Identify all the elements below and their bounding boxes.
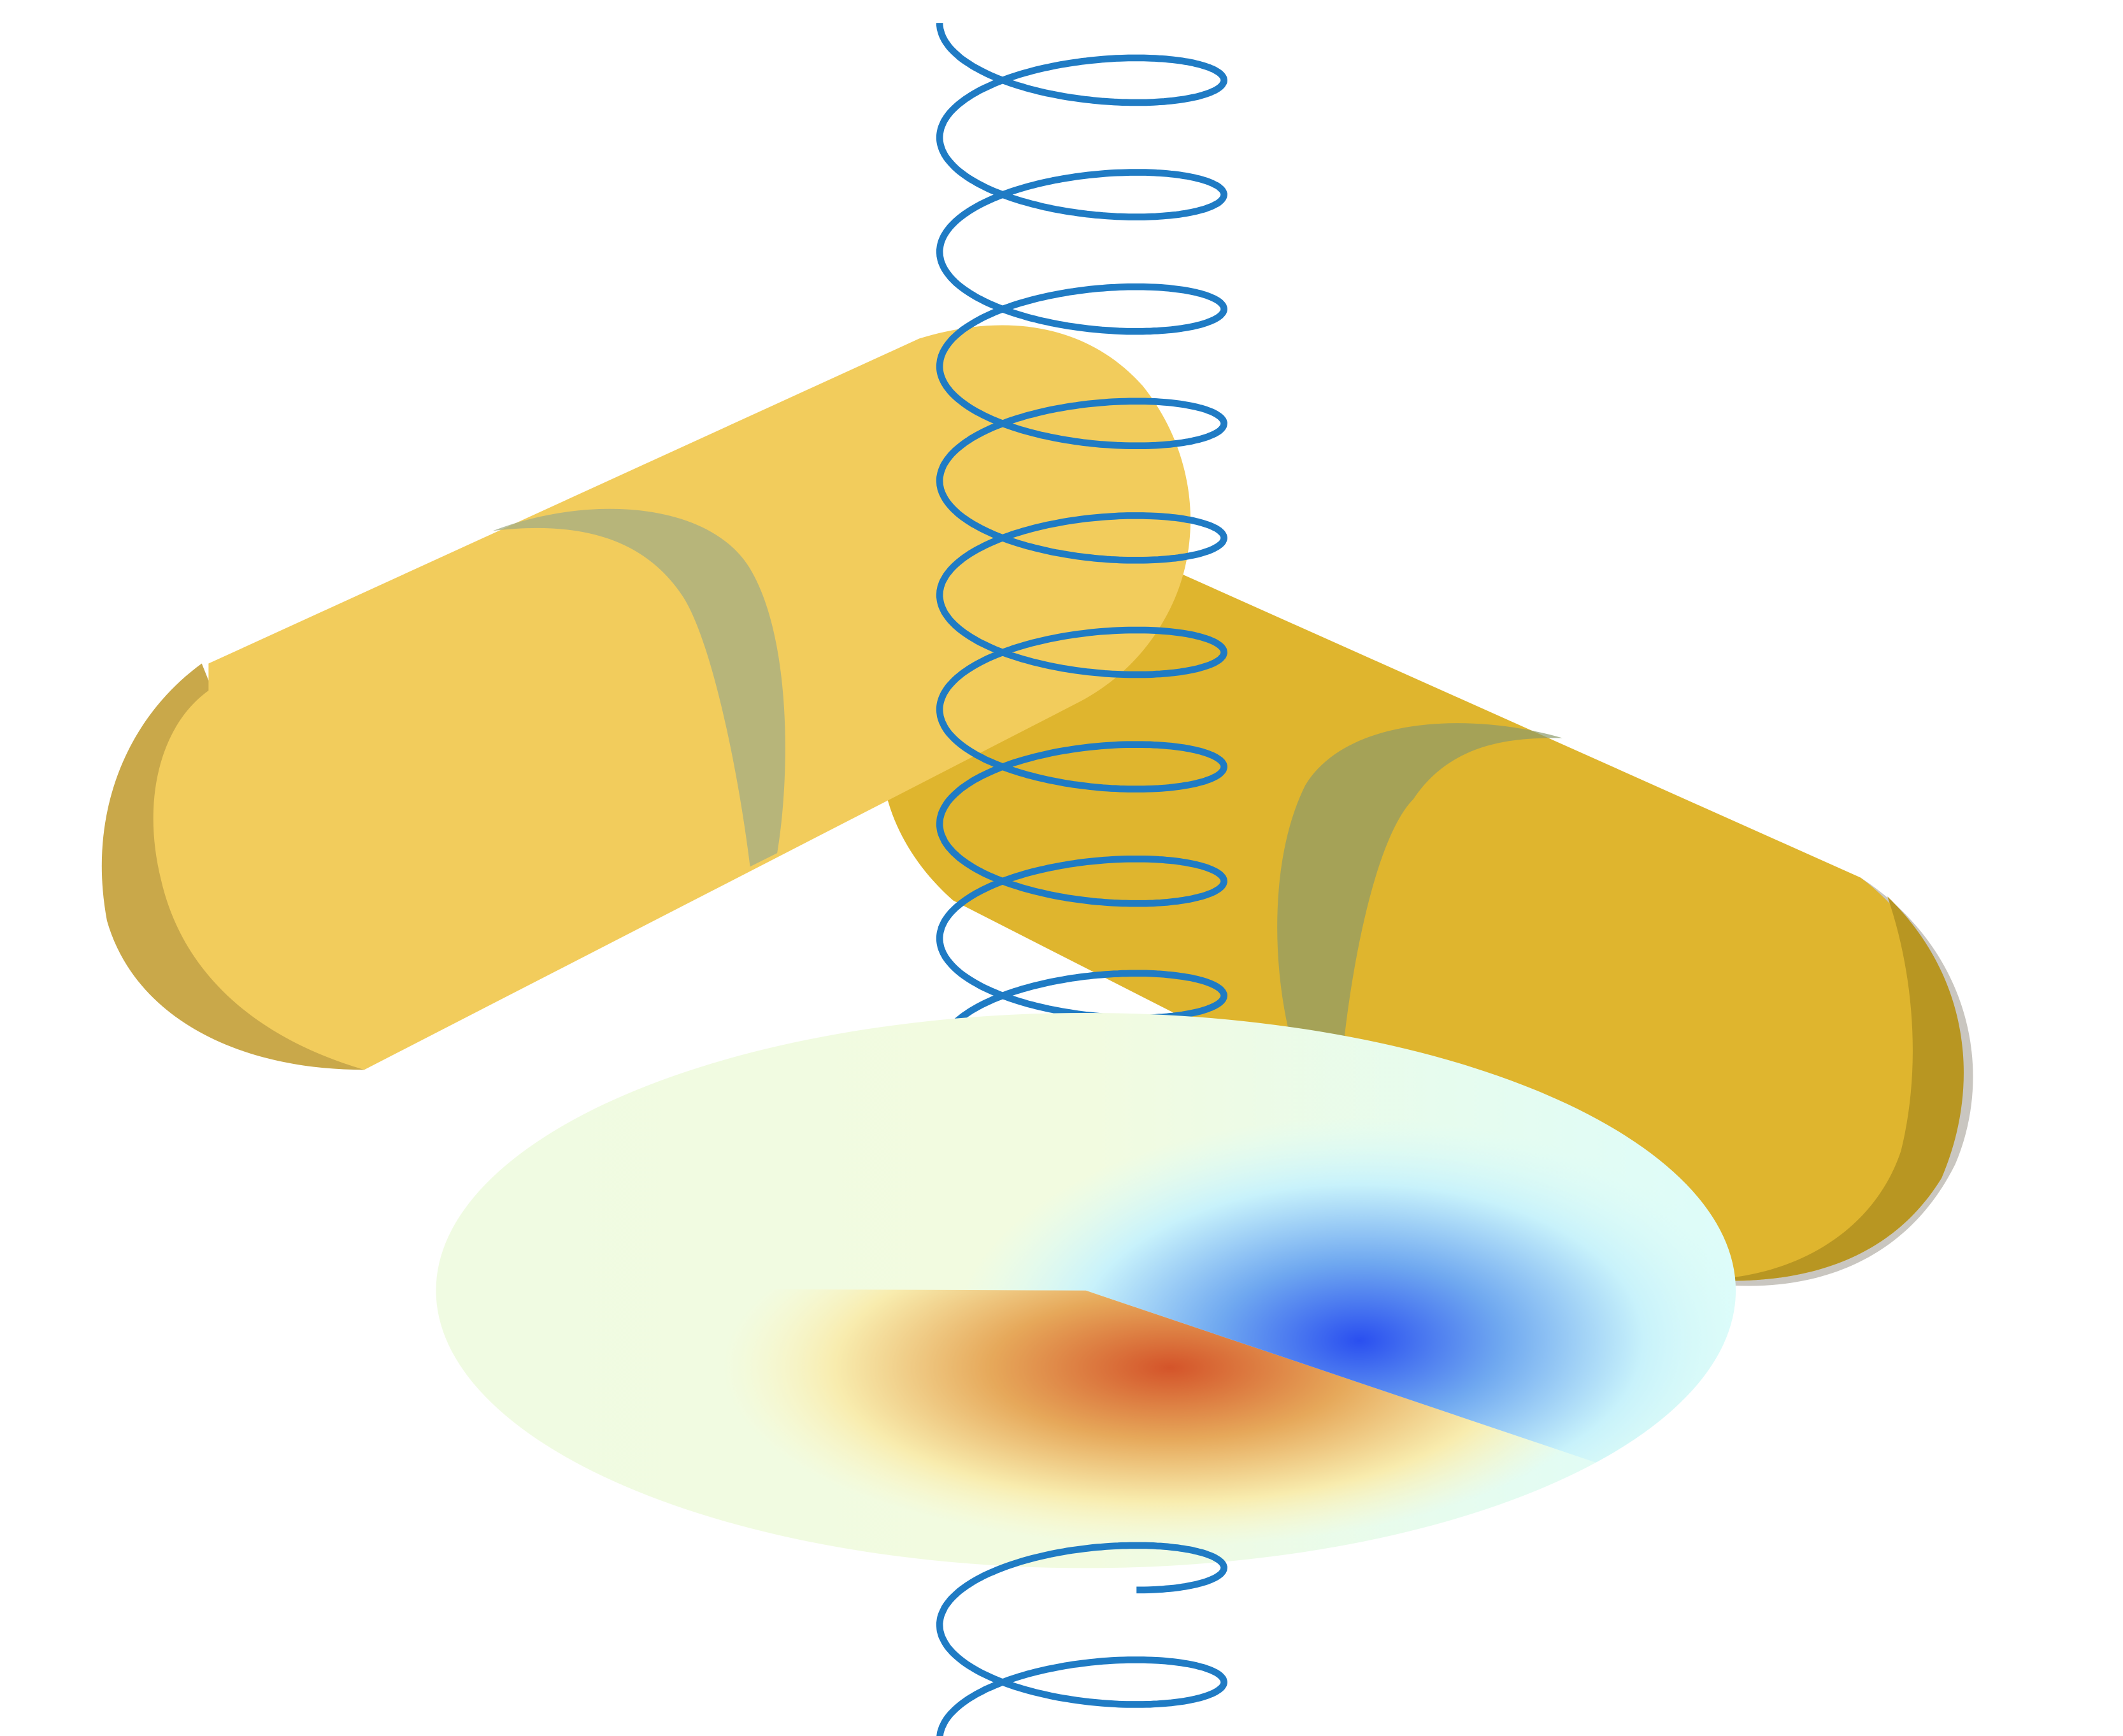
- helix-lower: [936, 1542, 1227, 1736]
- cylinder-right-end-shade: [1698, 896, 1964, 1281]
- cylinder-left-fold: [492, 508, 785, 867]
- cylinder-left-body: [153, 325, 1191, 1070]
- cylinder-left: [101, 325, 1191, 1070]
- cylinder-right-fold: [1277, 723, 1562, 1097]
